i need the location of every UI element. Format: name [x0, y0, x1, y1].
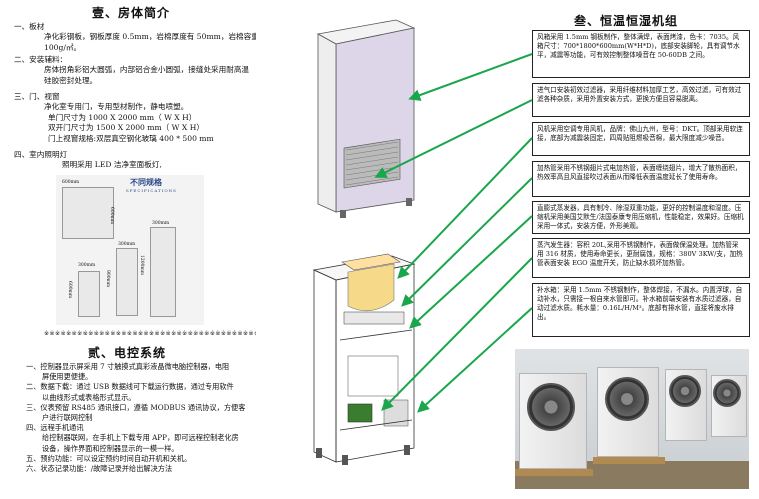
accessories-heading: 二、安装辅料： [14, 55, 68, 64]
size-label-2: 600mm [109, 207, 114, 225]
spec-text-evaporator: 直膨式蒸发器，具有制冷、除湿双重功能，更好的控制温度和湿度。压缩机采用美国艾默生… [537, 204, 744, 230]
cabinet-interior [312, 253, 416, 465]
board-line-1: 净化彩钢板，钢板厚度 0.5mm，岩棉厚度有 50mm，岩棉容重 [44, 32, 259, 42]
fan-icon [605, 377, 649, 421]
size-label-3: 300mm [152, 221, 170, 226]
electric-item-4b: 给控制器联网，在手机上下载专用 APP，即可远程控制老化房 [42, 433, 239, 443]
electric-item-1a: 一、控制器显示屏采用 7 寸触摸式真彩液晶微电脑控制器，电阻 [26, 362, 230, 371]
lighting-line: 照明采用 LED 洁净室面板灯, [62, 160, 162, 170]
board-line-2: 100g/㎡。 [44, 42, 82, 52]
size-label-6: 900mm [105, 270, 110, 288]
electric-item-3b: 户进行联网控制 [42, 413, 93, 423]
size-label-4: 1200mm [139, 255, 144, 275]
electric-item-1b: 屏使用更便捷。 [42, 372, 93, 382]
door-line-1: 净化室专用门，专用型材制作，静电喷塑。 [44, 102, 189, 112]
electric-items: 一、控制器显示屏采用 7 寸触摸式真彩液晶微电脑控制器，电阻 屏使用更便捷。 二… [26, 362, 245, 474]
fan-icon [669, 375, 701, 407]
lamp-panel-300x900 [116, 248, 138, 316]
electric-item-2a: 二、数据下载：通过 USB 数据线可下载运行数据，通过专用软件 [26, 382, 234, 392]
spec-box-fan: 风机采用空调专用风机，品牌：佛山九州，型号：DKT。顶部采用软连接，底部为减震装… [532, 122, 750, 156]
door-line-4: 门上视窗规格:双层真空钢化玻璃 400 * 500 mm [48, 133, 214, 143]
section-door: 三、门、视窗 净化室专用门，专用型材制作，静电喷塑。 单门尺寸为 1000 X … [14, 92, 214, 144]
equipment-svg [312, 19, 416, 465]
board-heading: 一、板材 [14, 22, 45, 31]
section-title-unit: 叁、恒温恒湿机组 [574, 14, 679, 28]
lamp-spec-subtitle: SPECIFICATIONS [126, 188, 177, 193]
pallet-2 [593, 457, 665, 464]
section-board: 一、板材 净化彩钢板，钢板厚度 0.5mm，岩棉厚度有 50mm，岩棉容重 10… [14, 22, 259, 53]
fan-icon [713, 379, 741, 407]
accessories-line-1: 房体拐角彩铝大圆弧，内部铝合金小圆弧，接缝处采用耐高温 [44, 65, 250, 75]
spec-text-heater: 加热管采用不锈钢翅片式电加热管，表面缠绕翅片，增大了散热面积，热效率高且风直接吹… [537, 164, 742, 181]
size-label-5: 300mm [118, 242, 136, 247]
equipment-drawing [256, 0, 508, 495]
spec-box-casing: 风箱采用 1.5mm 钢板制作，整体满焊，表面烤漆，色卡：7035。风箱尺寸：7… [532, 30, 750, 78]
electric-item-4a: 四、远程手机通讯 [26, 423, 84, 433]
spec-text-filter: 进气口安装初效过滤器，采用纤维材料加厚工艺，高效过滤，可有效过滤各种杂质，采用外… [537, 86, 742, 103]
spec-text-fan: 风机采用空调专用风机，品牌：佛山九州，型号：DKT。顶部采用软连接，底部为减震装… [537, 125, 743, 142]
left-page: 壹、房体简介 一、板材 净化彩钢板，钢板厚度 0.5mm，岩棉厚度有 50mm，… [0, 0, 265, 495]
pallet-1 [515, 469, 593, 476]
accessories-line-2: 硅胶密封处理。 [44, 75, 98, 85]
fan-icon [527, 383, 575, 431]
section-title-electric: 贰、电控系统 [88, 346, 167, 360]
lamp-panel-300x600 [78, 271, 100, 317]
spec-text-casing: 风箱采用 1.5mm 钢板制作，整体满焊，表面烤漆，色卡：7035。风箱尺寸：7… [537, 33, 740, 59]
door-heading: 三、门、视窗 [14, 92, 60, 101]
electric-item-3a: 三、仪表预留 RS485 通讯接口，遵循 MODBUS 通讯协议，方便客 [26, 402, 246, 412]
section-lighting: 四、室内照明灯 照明采用 LED 洁净室面板灯, [14, 150, 162, 171]
outdoor-units-photo [515, 349, 749, 489]
spec-box-steam: 蒸汽发生器：容积 20L,采用不锈钢制作，表面做保温处理。加热管采用 316 材… [532, 238, 750, 278]
spec-box-evaporator: 直膨式蒸发器，具有制冷、除湿双重功能，更好的控制温度和湿度。压缩机采用美国艾默生… [532, 201, 750, 234]
size-label-1: 600mm [62, 180, 80, 185]
size-label-8: 600mm [67, 281, 72, 299]
electric-item-6: 六、状态记录功能：/故障记录并给出解决方法 [26, 464, 173, 474]
lamp-panel-300x1200 [150, 227, 176, 317]
cabinet-exterior [316, 19, 416, 218]
lighting-heading: 四、室内照明灯 [14, 150, 68, 159]
spec-box-filter: 进气口安装初效过滤器，采用纤维材料加厚工艺，高效过滤，可有效过滤各种杂质，采用外… [532, 83, 750, 117]
lamp-panel-600x600 [62, 187, 114, 239]
spec-text-water-tank: 补水箱：采用 1.5mm 不锈钢制作，整体焊接，不漏水。内置浮球，自动补水，只需… [537, 286, 743, 321]
lamp-spec-image: 不同规格 SPECIFICATIONS 600mm 600mm 300mm 12… [56, 175, 204, 325]
section-title-house: 壹、房体简介 [92, 6, 171, 20]
size-label-7: 300mm [78, 263, 96, 268]
electric-item-5: 五、预约功能：可以设定预约时间自动开机和关机。 [26, 453, 192, 463]
separator-stars: ※※※※※※※※※※※※※※※※※※※※※※※※※※※※※※※※※※※※※※※※ [44, 330, 266, 337]
spec-text-steam: 蒸汽发生器：容积 20L,采用不锈钢制作，表面做保温处理。加热管采用 316 材… [537, 241, 743, 267]
spec-box-water-tank: 补水箱：采用 1.5mm 不锈钢制作，整体焊接，不漏水。内置浮球，自动补水，只需… [532, 283, 750, 337]
spec-box-heater: 加热管采用不锈钢翅片式电加热管，表面缠绕翅片，增大了散热面积，热效率高且风直接吹… [532, 161, 750, 197]
electric-item-2b: 以曲线形式或表格形式显示。 [42, 392, 136, 402]
door-line-2: 单门尺寸为 1000 X 2000 mm（ W X H） [48, 112, 197, 122]
electric-item-4c: 设备，操作界面和控制器显示的一模一样。 [42, 443, 179, 453]
section-accessories: 二、安装辅料： 房体拐角彩铝大圆弧，内部铝合金小圆弧，接缝处采用耐高温 硅胶密封… [14, 55, 250, 86]
lamp-spec-title: 不同规格 [130, 177, 162, 187]
door-line-3: 双开门尺寸为 1500 X 2000 mm（ W X H） [48, 123, 204, 133]
